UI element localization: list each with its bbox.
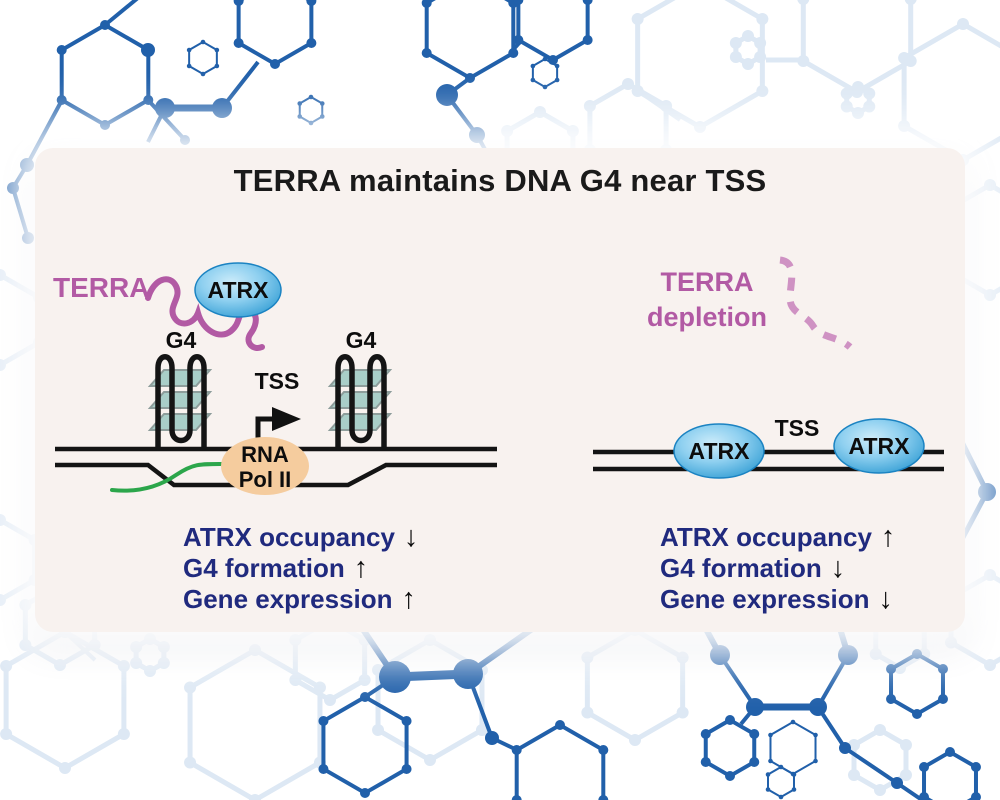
- stat-label: Gene expression: [660, 584, 870, 614]
- stat-label: G4 formation: [660, 553, 822, 583]
- atrx-label-right-1: ATRX: [688, 438, 750, 464]
- stat-row: Gene expression ↑: [183, 584, 418, 615]
- atrx-label-right-2: ATRX: [848, 433, 910, 459]
- down-arrow-icon: ↓: [830, 552, 846, 584]
- rna-pol-ii-line2: Pol II: [238, 467, 292, 492]
- stat-row: Gene expression ↓: [660, 584, 895, 615]
- stats-block-left: ATRX occupancy ↓ G4 formation ↑ Gene exp…: [183, 522, 418, 615]
- stat-label: Gene expression: [183, 584, 393, 614]
- up-arrow-icon: ↑: [401, 583, 417, 615]
- down-arrow-icon: ↓: [403, 521, 419, 553]
- stat-row: ATRX occupancy ↓: [183, 522, 418, 553]
- rna-pol-ii-line1: RNA: [241, 442, 289, 467]
- g4-label-left: G4: [165, 327, 197, 353]
- stats-block-right: ATRX occupancy ↑ G4 formation ↓ Gene exp…: [660, 522, 895, 615]
- tss-label-left-scene: TSS: [254, 368, 300, 394]
- terra-label: TERRA: [53, 272, 150, 303]
- stat-row: G4 formation ↓: [660, 553, 895, 584]
- tss-label-right-scene: TSS: [774, 415, 820, 441]
- stat-label: ATRX occupancy: [660, 522, 872, 552]
- rna-pol-ii-label: RNA Pol II: [215, 442, 315, 492]
- stat-row: ATRX occupancy ↑: [660, 522, 895, 553]
- g4-label-right: G4: [345, 327, 377, 353]
- up-arrow-icon: ↑: [880, 521, 896, 553]
- down-arrow-icon: ↓: [878, 583, 894, 615]
- stat-row: G4 formation ↑: [183, 553, 418, 584]
- terra-depletion-label-line2: depletion: [647, 302, 767, 332]
- atrx-label-left-scene: ATRX: [207, 277, 269, 303]
- terra-depletion-label-line1: TERRA: [660, 267, 754, 297]
- up-arrow-icon: ↑: [353, 552, 369, 584]
- figure-title: TERRA maintains DNA G4 near TSS: [233, 163, 767, 198]
- stat-label: G4 formation: [183, 553, 345, 583]
- stat-label: ATRX occupancy: [183, 522, 395, 552]
